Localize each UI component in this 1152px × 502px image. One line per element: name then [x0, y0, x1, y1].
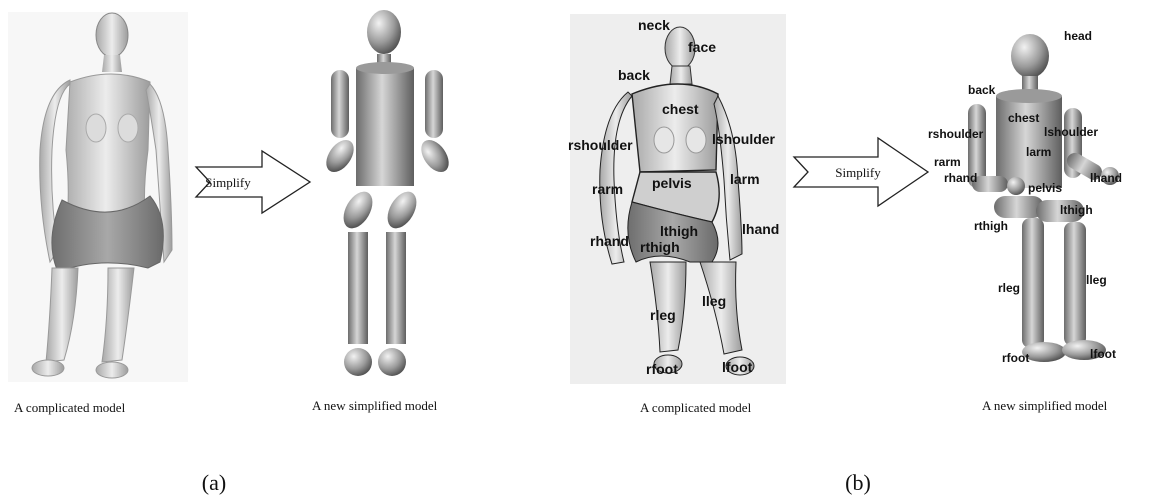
label-larm: larm: [1026, 145, 1051, 159]
simplified-right-thigh: [994, 196, 1044, 218]
simplified-right-forearm: [321, 135, 360, 177]
simplified-right-hand: [1007, 177, 1025, 195]
label-face: face: [688, 39, 716, 55]
mannequin-chest-right: [118, 114, 138, 142]
label-lshoulder: lshoulder: [1044, 125, 1098, 139]
simplified-torso: [996, 96, 1062, 188]
panel-b-label: (b): [845, 470, 871, 495]
mannequin-chest: [632, 84, 718, 172]
label-lthigh: lthigh: [660, 223, 698, 239]
simplified-left-leg: [1064, 222, 1086, 346]
panel-a-complicated-model: [8, 12, 188, 382]
simplified-left-leg: [386, 232, 406, 344]
label-back: back: [968, 83, 996, 97]
label-rthigh: rthigh: [974, 219, 1008, 233]
simplified-head: [367, 10, 401, 54]
simplified-right-forearm: [972, 176, 1008, 192]
label-rfoot: rfoot: [1002, 351, 1029, 365]
simplified-left-forearm: [416, 135, 455, 177]
label-rhand: rhand: [944, 171, 977, 185]
panel-a-complicated-caption: A complicated model: [14, 400, 126, 415]
label-rarm: rarm: [934, 155, 961, 169]
mannequin-breast-left: [686, 127, 706, 153]
label-lfoot: lfoot: [722, 359, 753, 375]
label-pelvis: pelvis: [652, 175, 692, 191]
simplified-right-foot: [344, 348, 372, 376]
mannequin-breast-right: [654, 127, 674, 153]
simplified-right-upper-arm: [331, 70, 349, 138]
simplified-torso-top: [356, 62, 414, 74]
label-rleg: rleg: [650, 307, 676, 323]
label-lshoulder: lshoulder: [712, 131, 776, 147]
label-rshoulder: rshoulder: [568, 137, 633, 153]
label-pelvis: pelvis: [1028, 181, 1062, 195]
label-back: back: [618, 67, 650, 83]
simplified-head: [1011, 34, 1049, 78]
label-rfoot: rfoot: [646, 361, 678, 377]
label-lhand: lhand: [742, 221, 779, 237]
label-lleg: lleg: [1086, 273, 1107, 287]
panel-a-simplified-model: [321, 10, 455, 376]
label-lthigh: lthigh: [1060, 203, 1093, 217]
mannequin-neck: [670, 66, 692, 84]
mannequin-right-foot: [32, 360, 64, 376]
label-rthigh: rthigh: [640, 239, 680, 255]
panel-b-complicated-caption: A complicated model: [640, 400, 752, 415]
label-lfoot: lfoot: [1090, 347, 1116, 361]
mannequin-left-foot: [96, 362, 128, 378]
arrow-label: Simplify: [205, 175, 251, 190]
panel-b-complicated-model: [570, 14, 786, 384]
simplified-right-leg: [1022, 218, 1044, 348]
panel-a-label: (a): [202, 470, 226, 495]
panel-b-simplified-caption: A new simplified model: [982, 398, 1108, 413]
simplified-torso: [356, 68, 414, 186]
label-lhand: lhand: [1090, 171, 1122, 185]
label-neck: neck: [638, 17, 670, 33]
simplified-left-thigh: [382, 187, 423, 234]
label-rleg: rleg: [998, 281, 1020, 295]
simplified-right-leg: [348, 232, 368, 344]
label-head: head: [1064, 29, 1092, 43]
arrow-label: Simplify: [835, 165, 881, 180]
simplified-right-thigh: [338, 187, 379, 234]
simplified-torso-top: [996, 89, 1062, 103]
simplified-left-foot: [378, 348, 406, 376]
mannequin-neck: [102, 55, 122, 72]
label-rshoulder: rshoulder: [928, 127, 984, 141]
label-rarm: rarm: [592, 181, 623, 197]
panel-a-simplified-caption: A new simplified model: [312, 398, 438, 413]
label-rhand: rhand: [590, 233, 629, 249]
panel-b-simplify-arrow: Simplify: [794, 138, 928, 206]
label-chest: chest: [1008, 111, 1039, 125]
label-larm: larm: [730, 171, 760, 187]
mannequin-head: [96, 13, 128, 57]
simplified-left-upper-arm: [425, 70, 443, 138]
panel-a-simplify-arrow: Simplify: [196, 151, 310, 213]
mannequin-chest-left: [86, 114, 106, 142]
label-chest: chest: [662, 101, 699, 117]
label-lleg: lleg: [702, 293, 726, 309]
